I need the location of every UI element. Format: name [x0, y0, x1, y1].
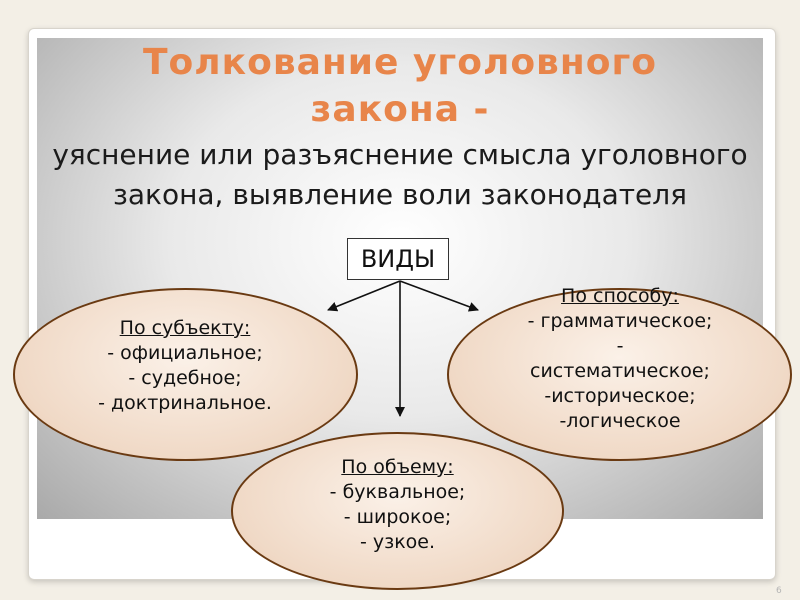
arrow-to-method [399, 280, 479, 312]
by-scope-heading: По объему: [341, 456, 454, 478]
by-subject-item: - доктринальное. [98, 392, 272, 414]
by-method-heading: По способу: [561, 285, 679, 307]
root-node-types: ВИДЫ [347, 238, 449, 280]
by-scope-item: - узкое. [359, 531, 436, 553]
by-subject-item: - судебное; [128, 367, 242, 389]
arrow-to-subject [327, 280, 401, 312]
oval-by-method [447, 288, 792, 461]
oval-by-subject [13, 288, 358, 461]
definition-line1: уяснение или разъяснение смысла уголовно… [52, 138, 748, 171]
node-by-scope: По объему: - буквальное; - широкое; - уз… [250, 455, 545, 555]
by-method-item: -историческое; [544, 385, 696, 407]
slide-title-line1: Толкование уголовного [143, 42, 657, 83]
definition-line2: закона, выявление воли законодателя [112, 178, 687, 211]
by-method-item: систематическое; [530, 360, 710, 382]
node-by-subject: По субъекту: - официальное; - судебное; … [40, 316, 330, 416]
by-scope-item: - широкое; [343, 506, 452, 528]
by-subject-heading: По субъекту: [119, 317, 251, 339]
by-method-item: -логическое [559, 410, 681, 432]
by-scope-item: - буквальное; [329, 481, 466, 503]
slide-title-line2: закона - [310, 89, 490, 130]
by-method-item: - грамматическое; [527, 310, 713, 332]
page-number: 6 [776, 586, 782, 596]
oval-by-scope [231, 432, 564, 590]
by-subject-item: - официальное; [107, 342, 263, 364]
node-by-method: По способу: - грамматическое; - системат… [470, 284, 770, 434]
by-method-item: - [616, 335, 624, 357]
